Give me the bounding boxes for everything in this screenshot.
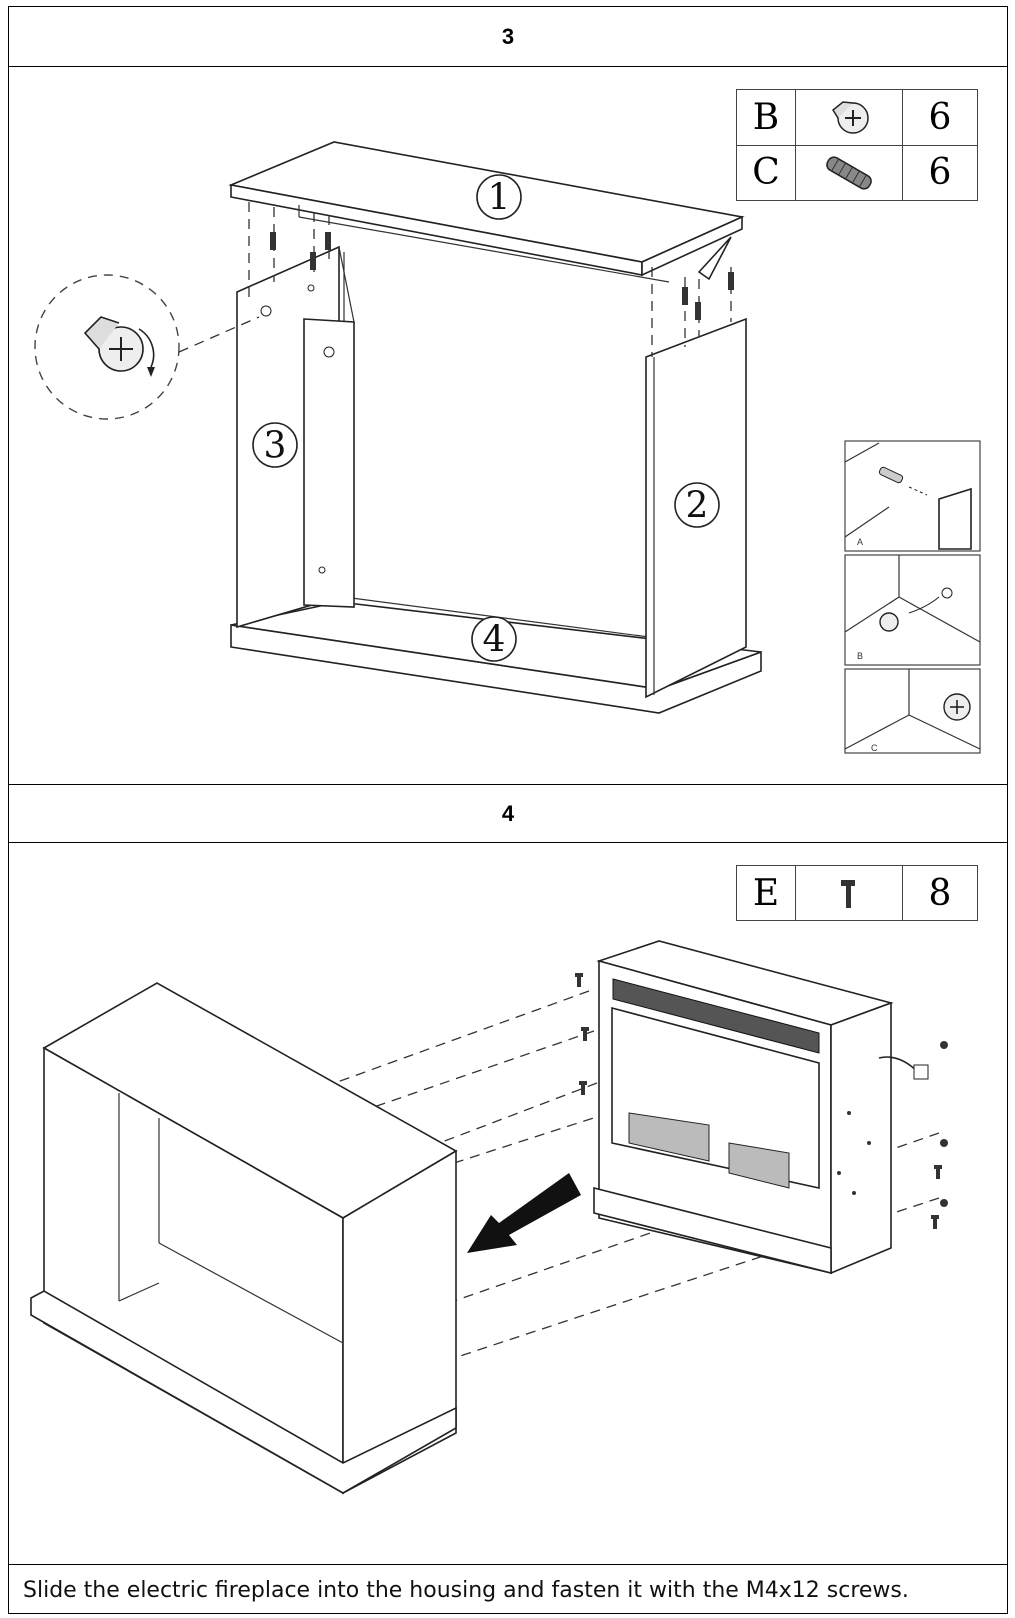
step-3-illustration: B 6 C (9, 67, 1007, 785)
part-qty: 6 (902, 144, 978, 201)
part-letter: B (736, 89, 796, 146)
step-4-instruction-caption: Slide the electric fireplace into the ho… (23, 1577, 909, 1603)
detail-box-b: B (844, 554, 981, 666)
step-3-header: 3 (9, 7, 1007, 67)
svg-text:C: C (871, 743, 878, 753)
panel-label-2: 2 (686, 486, 709, 527)
housing-side (342, 1149, 457, 1495)
panel-label-3: 3 (264, 426, 287, 467)
part-letter: C (736, 144, 796, 201)
svg-text:A: A (857, 537, 863, 547)
instruction-page: 3 B 6 C (8, 6, 1008, 1614)
part-qty: 8 (902, 865, 978, 921)
panel-label-4: 4 (483, 620, 506, 661)
parts-row-b: B 6 (736, 89, 978, 146)
fireplace-side (830, 1001, 892, 1275)
wood-dowel-icon (795, 144, 903, 201)
parts-row-c: C 6 (736, 144, 978, 201)
svg-text:B: B (857, 651, 863, 661)
parts-row-e: E 8 (736, 865, 978, 921)
cam-lock-icon (795, 89, 903, 146)
step-3-number: 3 (501, 23, 515, 49)
part-qty: 6 (902, 89, 978, 146)
step-4-number: 4 (501, 800, 515, 826)
step-4-parts-table: E 8 (736, 865, 978, 921)
step-4-header: 4 (9, 785, 1007, 843)
panel-label-1: 1 (488, 178, 511, 219)
housing-base (30, 1290, 457, 1494)
fireplace-insert-drawing (30, 940, 948, 1495)
detail-box-c: C (844, 668, 981, 754)
insert-direction-arrow (467, 1173, 581, 1253)
detail-box-a: A (844, 440, 981, 552)
step-4-illustration: E 8 (9, 843, 1007, 1565)
screw-icon (795, 865, 903, 921)
mantel-assembly-drawing: 1 2 3 4 A (34, 141, 981, 754)
step-3-parts-table: B 6 C (736, 89, 978, 201)
